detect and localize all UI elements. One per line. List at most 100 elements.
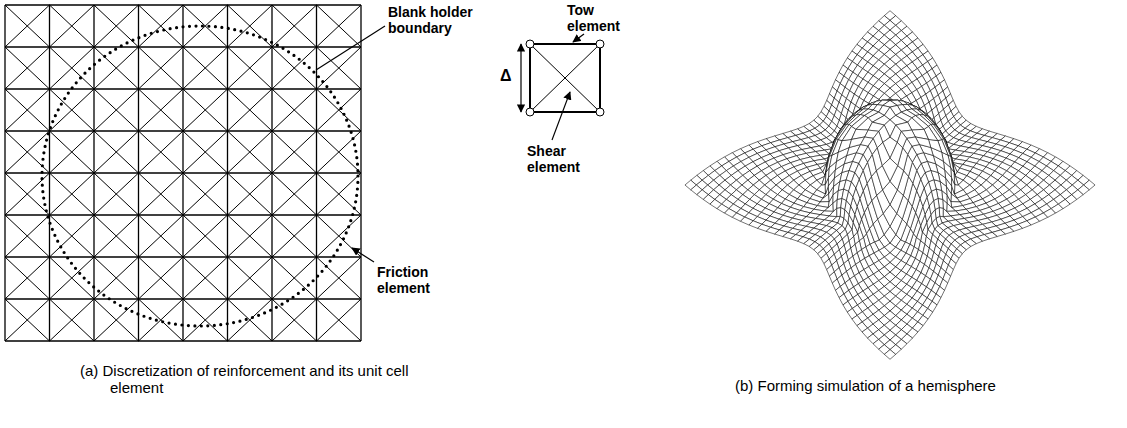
grid-line xyxy=(272,299,317,341)
grid-line xyxy=(272,215,317,257)
grid-line xyxy=(228,257,273,299)
grid-line xyxy=(50,173,95,215)
grid-line xyxy=(5,257,50,299)
grid-line xyxy=(94,299,139,341)
unit-cell xyxy=(521,34,604,140)
grid-line xyxy=(183,89,228,131)
grid-line xyxy=(272,131,317,173)
grid-line xyxy=(183,173,228,215)
grid-line xyxy=(50,89,95,131)
grid-line xyxy=(183,215,228,257)
grid-line xyxy=(183,47,228,89)
subfigure-caption: (b) Forming simulation of a hemisphere xyxy=(735,377,1075,394)
grid-line xyxy=(5,47,50,89)
grid-line xyxy=(139,215,184,257)
grid-line xyxy=(139,257,184,299)
grid-line xyxy=(272,173,317,215)
grid-line xyxy=(228,215,273,257)
part-label: Friction element xyxy=(377,264,449,296)
grid-line xyxy=(5,215,50,257)
grid-line xyxy=(139,89,184,131)
grid-line xyxy=(228,257,273,299)
grid-line xyxy=(50,47,95,89)
grid-line xyxy=(228,173,273,215)
grid-line xyxy=(139,5,184,47)
grid-line xyxy=(183,215,228,257)
grid-line xyxy=(183,47,228,89)
blank-holder-circle xyxy=(42,26,358,326)
grid-line xyxy=(50,5,95,47)
grid-line xyxy=(139,131,184,173)
part-label: Blank holder boundary xyxy=(388,4,488,36)
grid-line xyxy=(94,173,139,215)
grid-line xyxy=(139,47,184,89)
grid-line xyxy=(183,299,228,341)
leader-arrow xyxy=(352,248,374,262)
grid-line xyxy=(139,173,184,215)
grid-line xyxy=(228,89,273,131)
grid-line xyxy=(272,5,317,47)
grid-line xyxy=(228,131,273,173)
grid-line xyxy=(5,89,50,131)
grid-line xyxy=(139,47,184,89)
grid-line xyxy=(139,215,184,257)
grid-line xyxy=(317,299,362,341)
grid-line xyxy=(50,131,95,173)
grid-line xyxy=(50,299,95,341)
node-circle xyxy=(596,108,604,116)
tow-element-square xyxy=(530,44,600,112)
grid-line xyxy=(94,47,139,89)
grid-line xyxy=(272,215,317,257)
grid-line xyxy=(317,89,362,131)
grid-line xyxy=(228,299,273,341)
grid-line xyxy=(272,89,317,131)
node-circle xyxy=(526,108,534,116)
grid-line xyxy=(94,47,139,89)
grid-line xyxy=(50,47,95,89)
grid-line xyxy=(94,131,139,173)
grid-line xyxy=(228,131,273,173)
grid-line xyxy=(317,299,362,341)
grid-line xyxy=(272,257,317,299)
grid-line xyxy=(139,257,184,299)
grid-line xyxy=(317,5,362,47)
grid-line xyxy=(5,89,50,131)
grid-line xyxy=(50,131,95,173)
grid-line xyxy=(94,257,139,299)
grid-line xyxy=(183,257,228,299)
grid-line xyxy=(5,47,50,89)
node-circle xyxy=(526,40,534,48)
grid-line xyxy=(228,173,273,215)
grid-line xyxy=(139,89,184,131)
grid-line xyxy=(50,5,95,47)
grid-line xyxy=(94,299,139,341)
reinforcement-grid xyxy=(5,5,361,341)
hemisphere-mesh xyxy=(685,11,1095,360)
grid-line xyxy=(94,89,139,131)
grid-line xyxy=(5,257,50,299)
grid-line xyxy=(228,89,273,131)
leader-arrow xyxy=(552,92,570,140)
shear-diagonal xyxy=(530,44,600,112)
grid-line xyxy=(317,89,362,131)
grid-line xyxy=(50,89,95,131)
grid-line xyxy=(183,299,228,341)
grid-line xyxy=(139,173,184,215)
grid-line xyxy=(272,257,317,299)
grid-line xyxy=(272,173,317,215)
grid-line xyxy=(317,257,362,299)
mesh-cell xyxy=(882,158,897,181)
grid-line xyxy=(139,5,184,47)
grid-line xyxy=(317,257,362,299)
grid-line xyxy=(228,47,273,89)
grid-line xyxy=(94,131,139,173)
grid-line xyxy=(5,5,50,47)
grid-line xyxy=(94,89,139,131)
grid-line xyxy=(317,131,362,173)
grid-line xyxy=(5,5,50,47)
grid-line xyxy=(272,5,317,47)
node-circle xyxy=(596,40,604,48)
grid-line xyxy=(317,5,362,47)
subfigure-caption: (a) Discretization of reinforcement and … xyxy=(80,362,440,397)
